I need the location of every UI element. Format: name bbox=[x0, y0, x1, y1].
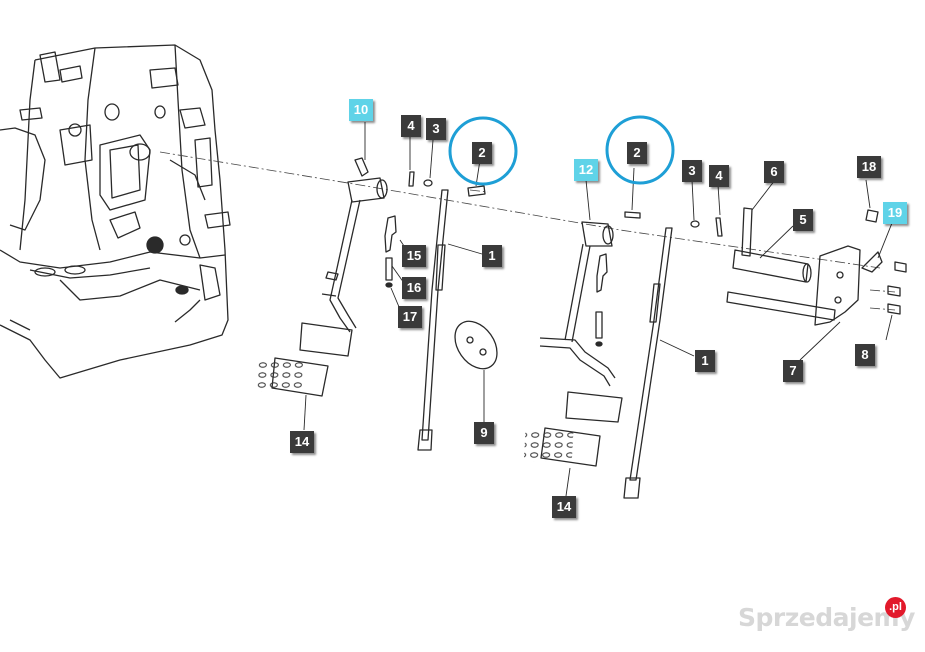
frame-assembly bbox=[0, 44, 231, 379]
callout-15: 15 bbox=[402, 245, 426, 267]
left-pedal-assembly bbox=[254, 157, 498, 451]
callout-2-right: 2 bbox=[627, 142, 647, 164]
callout-14-right: 14 bbox=[552, 496, 576, 518]
callout-7: 7 bbox=[783, 360, 803, 382]
callout-4-left: 4 bbox=[401, 115, 421, 137]
callout-3-right: 3 bbox=[682, 160, 702, 182]
watermark-badge: .pl bbox=[885, 597, 906, 618]
callout-1-left: 1 bbox=[482, 245, 502, 267]
leader-lines bbox=[303, 122, 893, 497]
right-pedal-assembly bbox=[523, 207, 907, 499]
callout-5: 5 bbox=[793, 209, 813, 231]
callout-12: 12 bbox=[574, 159, 598, 181]
callout-3-left: 3 bbox=[426, 118, 446, 140]
callout-16: 16 bbox=[402, 277, 426, 299]
callout-6: 6 bbox=[764, 161, 784, 183]
callout-8: 8 bbox=[855, 344, 875, 366]
callout-14-left: 14 bbox=[290, 431, 314, 453]
callout-19: 19 bbox=[883, 202, 907, 224]
highlight-circles bbox=[448, 115, 675, 186]
callout-1-right: 1 bbox=[695, 350, 715, 372]
callout-10: 10 bbox=[349, 99, 373, 121]
assembly-axis-lines bbox=[159, 151, 896, 311]
callout-9: 9 bbox=[474, 422, 494, 444]
callout-18: 18 bbox=[857, 156, 881, 178]
callout-4-right: 4 bbox=[709, 165, 729, 187]
callout-17: 17 bbox=[398, 306, 422, 328]
callout-2-left: 2 bbox=[472, 142, 492, 164]
